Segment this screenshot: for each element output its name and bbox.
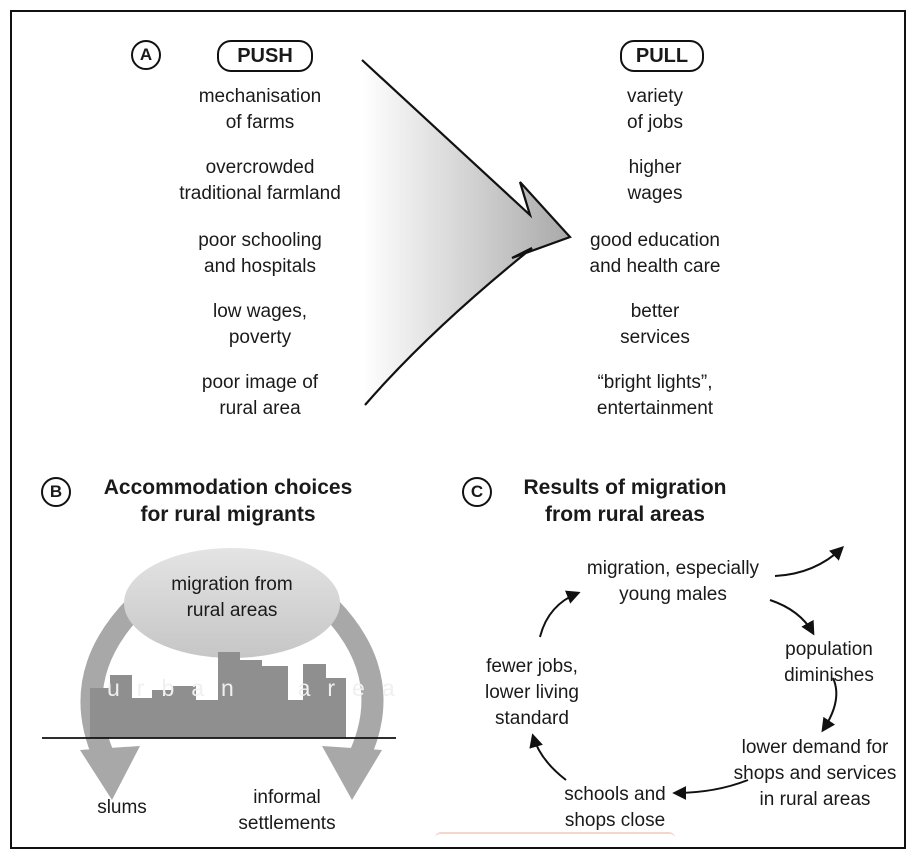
diagram-frame <box>10 10 906 849</box>
cycle-step: migration, especially young males <box>586 558 760 605</box>
left-arrow-head <box>80 746 140 800</box>
push-factor: poor image of rural area <box>201 372 319 419</box>
pull-factor: variety of jobs <box>627 86 683 133</box>
pull-factor: better services <box>620 301 690 348</box>
migration-source-blob <box>124 548 340 658</box>
cycle-step: schools and shops close <box>564 784 666 831</box>
cycle-step: population diminishes <box>784 639 874 686</box>
section-a-marker: A <box>131 40 161 70</box>
section-c-marker: C <box>462 477 492 507</box>
section-b-marker: B <box>41 477 71 507</box>
pull-factor: “bright lights”, entertainment <box>596 372 714 419</box>
section-b-title: Accommodation choices for rural migrants <box>103 476 353 526</box>
pull-label: PULL <box>620 40 704 72</box>
push-factor: low wages, poverty <box>213 301 307 348</box>
section-c-title: Results of migration from rural areas <box>523 476 727 526</box>
urban-area-label: urban area <box>107 675 412 701</box>
accommodation-graphic <box>42 548 396 800</box>
push-pull-arrow <box>362 60 570 405</box>
cycle-arrow-5 <box>539 590 581 638</box>
push-factor: mechanisation of farms <box>198 86 322 133</box>
cycle-arrow-2 <box>821 677 838 733</box>
push-pull-arrow-outline <box>361 59 572 406</box>
cycle-arrow-3 <box>672 779 749 800</box>
push-factor: poor schooling and hospitals <box>198 230 322 277</box>
slums-label: slums <box>97 797 147 818</box>
push-label: PUSH <box>217 40 313 72</box>
cycle-arrow-4 <box>529 733 567 781</box>
watermark-logo <box>435 832 675 856</box>
cycle-arrow-out <box>774 546 845 577</box>
pull-factor: higher wages <box>627 157 683 204</box>
cycle-step: lower demand for shops and services in r… <box>733 737 897 810</box>
right-arrow-head <box>322 746 382 800</box>
cycle-step: fewer jobs, lower living standard <box>485 656 579 729</box>
informal-settlements-label: informal settlements <box>238 787 336 834</box>
city-skyline <box>90 652 346 738</box>
cycle-arrow-1 <box>769 599 815 636</box>
pull-factor: good education and health care <box>589 230 721 277</box>
migration-cycle-arrows <box>529 546 845 800</box>
push-factor: overcrowded traditional farmland <box>179 157 341 204</box>
migration-source-label: migration from rural areas <box>171 574 293 621</box>
